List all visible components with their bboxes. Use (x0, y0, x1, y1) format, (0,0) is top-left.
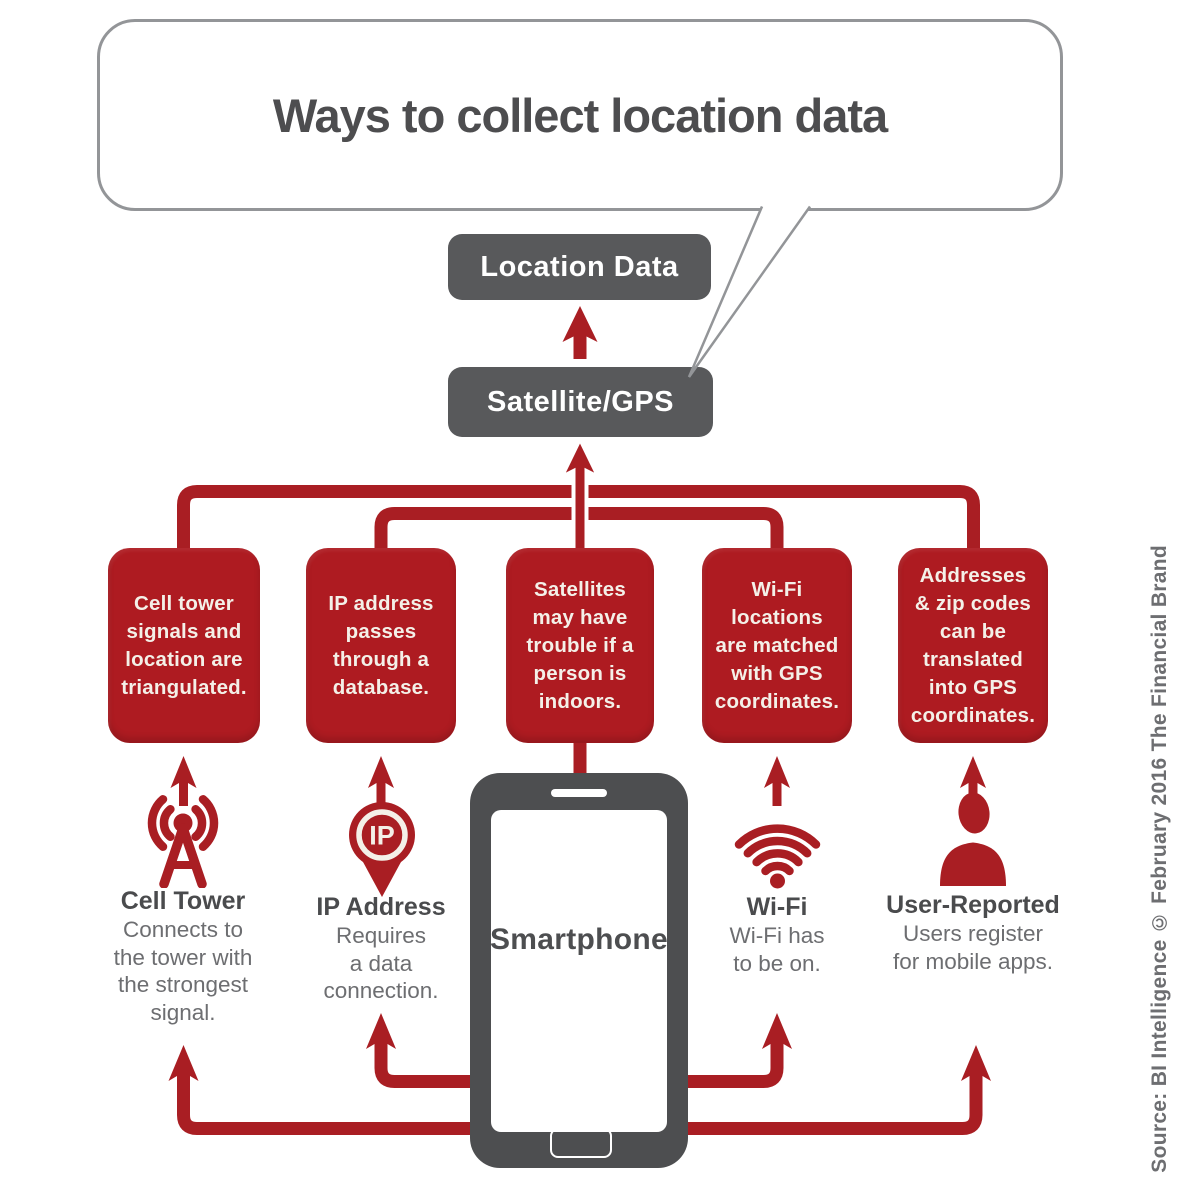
phone-home-button (550, 1128, 612, 1158)
smartphone-graphic: Smartphone (470, 773, 688, 1168)
label-cell-tower: Cell Tower Connects to the tower with th… (83, 886, 283, 1026)
smartphone-label: Smartphone (489, 923, 669, 956)
label-user-reported-title: User-Reported (886, 891, 1060, 919)
node-satellite-gps: Satellite/GPS (448, 367, 713, 437)
bracket-inner-top (374, 507, 784, 552)
arrowhead-inner-left (366, 1013, 396, 1056)
method-box-wifi: Wi-Fi locations are matched with GPS coo… (702, 548, 852, 743)
source-credit: Source: BI Intelligence © February 2016 … (1148, 545, 1171, 1173)
wifi-icon (734, 824, 821, 889)
bracket-outer-top (177, 485, 980, 552)
label-cell-tower-desc: Connects to the tower with the strongest… (113, 917, 253, 1025)
label-wifi-title: Wi-Fi (746, 893, 808, 921)
node-location-data: Location Data (448, 234, 711, 300)
person-icon (940, 792, 1006, 886)
phone-screen: Smartphone (489, 810, 669, 1132)
label-user-reported: User-Reported Users register for mobile … (863, 890, 1083, 975)
label-wifi-desc: Wi-Fi has to be on. (729, 923, 825, 976)
label-user-reported-desc: Users register for mobile apps. (892, 921, 1054, 974)
ip-address-pin-icon: IP (349, 802, 415, 897)
ip-pin-label: IP (369, 821, 395, 851)
label-wifi: Wi-Fi Wi-Fi has to be on. (682, 892, 872, 977)
arrow-wifi-up (764, 756, 790, 806)
arrow-satellite-to-location (562, 306, 598, 359)
method-box-satellite: Satellites may have trouble if a person … (506, 548, 654, 743)
arrow-center-to-satellite (557, 434, 603, 559)
label-ip-address: IP Address Requires a data connection. (286, 892, 476, 1005)
arrowhead-outer-left (168, 1045, 199, 1088)
label-ip-address-desc: Requires a data connection. (323, 923, 439, 1003)
page-title: Ways to collect location data (272, 88, 888, 142)
phone-speaker (551, 789, 607, 797)
label-ip-address-title: IP Address (316, 893, 446, 921)
method-box-ip-address: IP address passes through a database. (306, 548, 456, 743)
arrowhead-outer-right (961, 1045, 991, 1088)
cell-tower-icon (147, 795, 219, 888)
arrowhead-inner-right (762, 1013, 792, 1056)
title-bubble: Ways to collect location data (97, 19, 1063, 211)
method-box-user-reported: Addresses & zip codes can be translated … (898, 548, 1048, 743)
method-box-cell-tower: Cell tower signals and location are tria… (108, 548, 260, 743)
label-cell-tower-title: Cell Tower (120, 887, 246, 915)
